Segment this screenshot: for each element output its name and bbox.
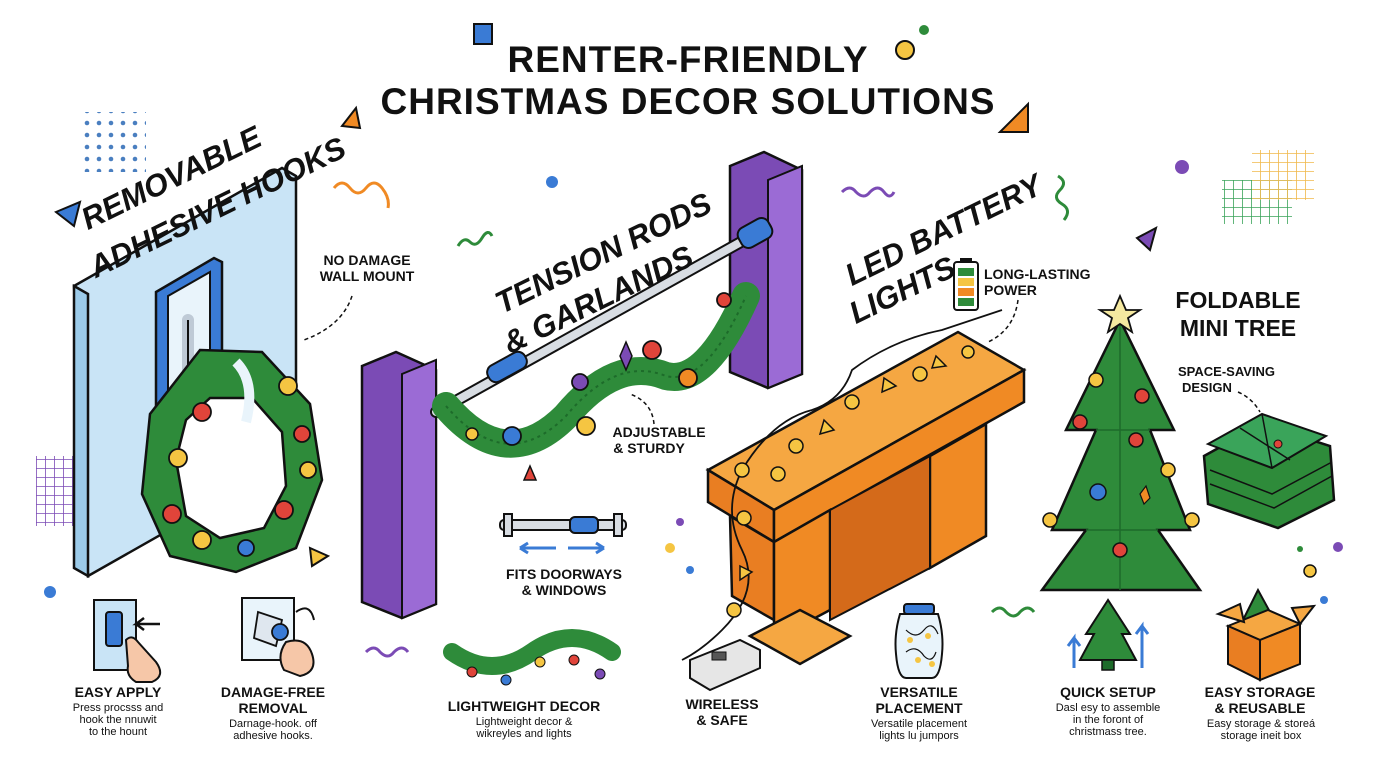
lights-callout-line2: POWER (984, 282, 1037, 298)
damage-free-removal-icon (241, 597, 315, 678)
storage-box-icon (1215, 587, 1317, 682)
feature-title-wireless-1: WIRELESS (685, 696, 759, 712)
easy-apply-icon (93, 599, 162, 683)
wreath (140, 348, 324, 574)
battery-icon (953, 258, 979, 311)
tree-callout-line2: DESIGN (1182, 380, 1232, 395)
feature-desc-easy-apply-1: Press procsss and (72, 702, 164, 714)
tree-callout-line1: SPACE-SAVING (1178, 364, 1276, 379)
lightweight-garland-icon (443, 629, 621, 686)
lights-callout-arrow (987, 299, 1019, 343)
battery-pack (689, 638, 761, 692)
feature-desc-lightweight-1: Lightweight decor & (475, 716, 573, 728)
feature-desc-quick-setup-3: christmass tree. (1069, 726, 1147, 738)
feature-desc-lightweight-2: wikreyles and lights (476, 728, 572, 740)
feature-title-easy-apply: EASY APPLY (74, 684, 162, 700)
feature-title-storage-1: EASY STORAGE (1204, 684, 1316, 700)
feature-title-wireless-2: & SAFE (696, 712, 748, 728)
hooks-callout-line1: NO DAMAGE (323, 252, 411, 268)
feature-title-damage-free-2: REMOVAL (238, 700, 308, 716)
tree-title-line2: MINI TREE (1179, 315, 1297, 341)
mini-tree (1039, 293, 1203, 592)
feature-title-quick-setup: QUICK SETUP (1060, 684, 1156, 700)
feature-desc-quick-setup-1: Dasl esy to assemble (1055, 702, 1161, 714)
fireplace-mantel (705, 330, 1027, 666)
rods-fits-line1: FITS DOORWAYS (506, 566, 622, 582)
confetti (36, 23, 1343, 658)
rod-size-icon (499, 513, 627, 555)
feature-desc-storage-1: Easy storage & storeá (1206, 718, 1316, 730)
feature-title-versatile-2: PLACEMENT (875, 700, 963, 716)
feature-title-storage-2: & REUSABLE (1214, 700, 1306, 716)
feature-title-lightweight: LIGHTWEIGHT DECOR (447, 698, 601, 714)
tension-rod (430, 217, 774, 418)
jar-lights-icon (894, 603, 944, 679)
feature-desc-easy-apply-2: hook the nnuwit (79, 714, 157, 726)
garland (432, 282, 760, 481)
rods-callout-arrow (629, 393, 655, 425)
feature-desc-damage-free-1: Darnage-hook. off (229, 718, 317, 730)
feature-desc-versatile-1: Versatile placement (871, 718, 967, 730)
rods-fits-line2: & WINDOWS (521, 582, 607, 598)
feature-desc-versatile-2: lights lu jumpors (879, 730, 959, 742)
tree-title-line1: FOLDABLE (1175, 287, 1301, 313)
folded-tree-stack (1202, 412, 1336, 530)
hooks-callout-arrow (303, 295, 353, 341)
door-post-right (728, 150, 804, 390)
quick-setup-icon (1066, 598, 1150, 671)
feature-desc-damage-free-2: adhesive hooks. (233, 730, 313, 742)
tree-callout-arrow (1237, 391, 1261, 413)
page-title-line1: RENTER-FRIENDLY (507, 39, 869, 80)
feature-title-versatile-1: VERSATILE (880, 684, 958, 700)
feature-title-damage-free-1: DAMAGE-FREE (220, 684, 326, 700)
feature-desc-storage-2: storage ineit box (1220, 730, 1302, 742)
rods-callout-line1: ADJUSTABLE (612, 424, 706, 440)
feature-desc-easy-apply-3: to the hount (88, 726, 148, 738)
led-string-lights (681, 309, 1003, 661)
hooks-callout-line2: WALL MOUNT (319, 268, 415, 284)
door-post-left (360, 350, 438, 620)
lights-callout-line1: LONG-LASTING (984, 266, 1091, 282)
page-title-line2: CHRISTMAS DECOR SOLUTIONS (380, 81, 996, 122)
feature-desc-quick-setup-2: in the foront of (1072, 714, 1144, 726)
rods-callout-line2: & STURDY (613, 440, 685, 456)
